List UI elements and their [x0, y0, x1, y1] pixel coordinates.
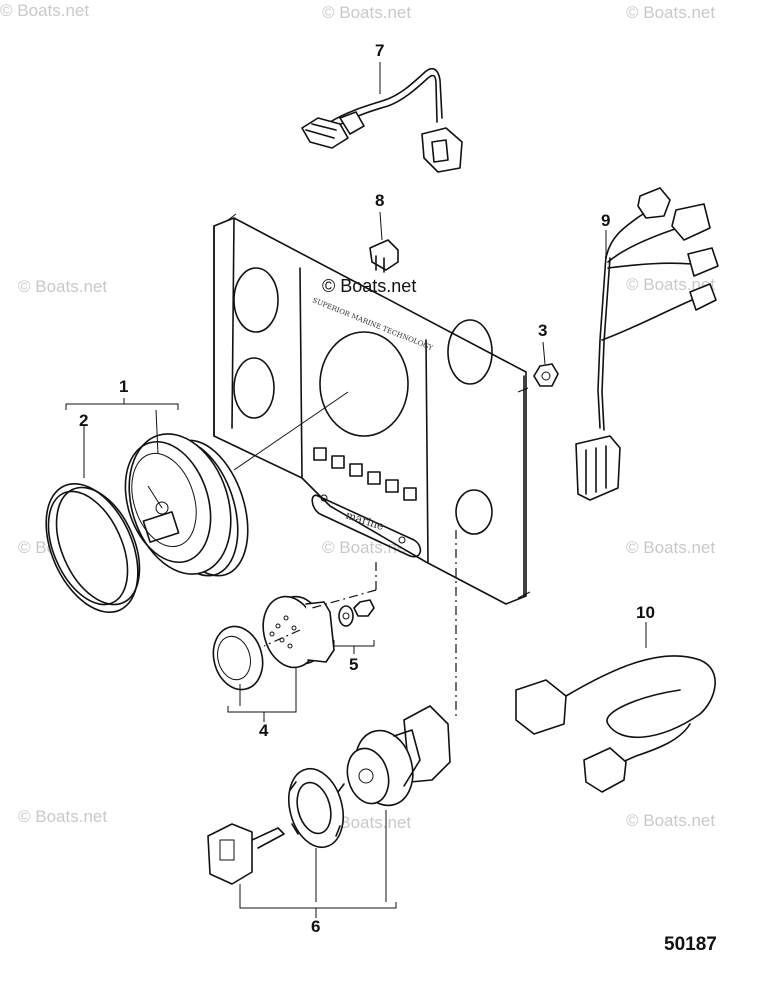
watermark: © Boats.net [322, 3, 411, 22]
watermark: © Boats.net [626, 275, 715, 294]
dash-panel: marine SUPERIOR MARINE TECHNOLOGY © Boat… [213, 213, 531, 605]
callout-7: 7 [375, 41, 384, 60]
watermark: © Boats.net [18, 807, 107, 826]
callout-6: 6 [311, 917, 320, 936]
callout-9: 9 [601, 211, 610, 230]
center-watermark: © Boats.net [322, 276, 416, 296]
callout-5: 5 [349, 655, 358, 674]
diagram-part-number: 50187 [664, 934, 717, 955]
part-6-ignition [207, 705, 451, 885]
watermark-layer: © Boats.net © Boats.net © Boats.net © Bo… [0, 1, 715, 832]
part-3-nut [533, 341, 559, 387]
watermark: © Boats.net [626, 811, 715, 830]
callout-4: 4 [259, 721, 269, 740]
part-10-harness [515, 655, 716, 793]
part-1-gauge [124, 433, 249, 577]
part-4-switch [212, 595, 335, 691]
assembly-lines [263, 530, 457, 720]
callout-8: 8 [375, 191, 384, 210]
watermark: © Boats.net [0, 1, 89, 20]
callout-10: 10 [636, 603, 655, 622]
part-8-fuse [369, 211, 399, 273]
leader-lines [65, 62, 647, 918]
callouts: 1 2 3 4 5 6 7 8 9 10 [79, 41, 655, 936]
callout-3: 3 [538, 321, 547, 340]
watermark: © Boats.net [626, 3, 715, 22]
watermark: © Boats.net [322, 538, 411, 557]
part-5-washer-nut [338, 599, 375, 627]
watermark: © Boats.net [322, 813, 411, 832]
callout-1: 1 [119, 377, 128, 396]
callout-2: 2 [79, 411, 88, 430]
watermark: © Boats.net [18, 277, 107, 296]
part-7-harness [301, 67, 463, 173]
watermark: © Boats.net [626, 538, 715, 557]
part-9-harness [575, 187, 719, 501]
part-2-bezel [45, 482, 141, 614]
